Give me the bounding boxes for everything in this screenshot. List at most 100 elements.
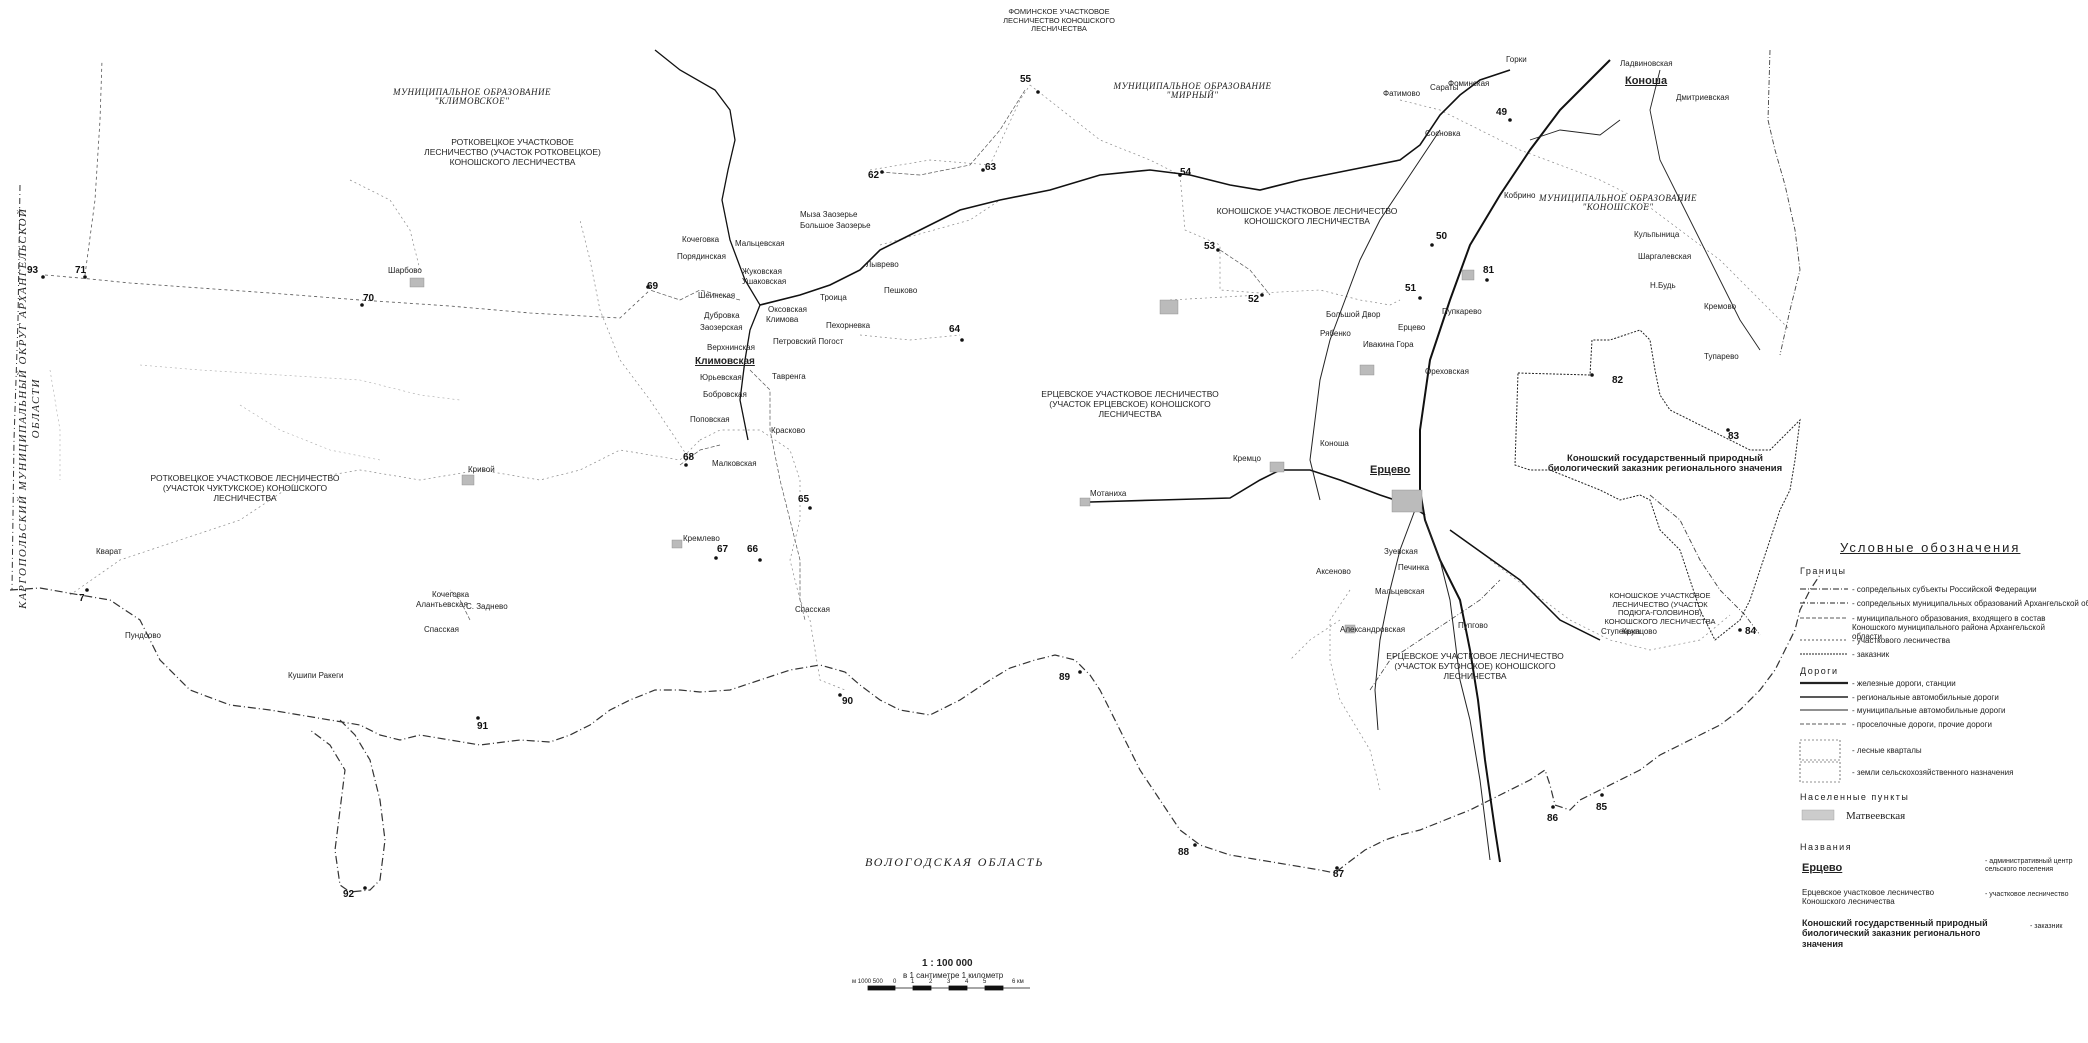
settlement: Пундсово [125,631,161,640]
road-klimov-north [654,49,761,441]
legend-road-item: - региональные автомобильные дороги [1852,693,1999,702]
legend-settlements-head: Населенные пункты [1800,792,1910,802]
forestry-line-4 [809,619,846,691]
point-number: 87 [1333,869,1345,880]
road-country-5 [1219,249,1271,296]
label-muni-klimovskoe: МУНИЦИПАЛЬНОЕ ОБРАЗОВАНИЕ "КЛИМОВСКОЕ" [392,87,552,107]
point-number: 7 [79,593,85,604]
settlement: Мотаниха [1090,489,1127,498]
settlement: Пешково [884,286,918,295]
settlement: Фоминская [1448,79,1490,88]
point-markers [41,90,1742,890]
border-muni-right [1767,49,1801,356]
road-country-4 [879,89,1026,176]
point-number: 89 [1059,672,1071,683]
settlement: Кремово [1704,302,1737,311]
point-number: 88 [1178,847,1190,858]
settlement: Коноша [1320,439,1349,448]
forestry-line-12 [1289,619,1341,661]
settlement: Заозерская [700,323,743,332]
settlement: Ивакина Гора [1363,340,1414,349]
point-number: 64 [949,324,961,335]
point-number: 54 [1180,167,1192,178]
border-kargopol [11,184,21,591]
border-south-appendix [309,719,386,893]
label-kargopol: КАРГОПОЛЬСКИЙ МУНИЦИПАЛЬНЫЙ ОКРУГ АРХАНГ… [16,207,42,609]
label-forestry-rotkovets-1: РОТКОВЕЦКОЕ УЧАСТКОВОЕ ЛЕСНИЧЕСТВО (УЧАС… [424,137,601,167]
settlement: Лыврево [866,260,899,269]
scale-tick: 2 [929,979,933,985]
point-number: 71 [75,265,87,276]
label-muni-konoshskoe: МУНИЦИПАЛЬНОЕ ОБРАЗОВАНИЕ "КОНОШСКОЕ" [1538,193,1698,213]
scale-tick: м 1000 500 [852,979,883,985]
settlement: Петровский Погост [773,337,844,346]
label-center-ertsevo: Ерцево [1370,464,1411,476]
legend-border-item: - участкового лесничества [1852,636,1951,645]
settlement: Верхнинская [707,343,755,352]
forestry-line-2 [579,219,691,461]
label-forestry-konosh: КОНОШСКОЕ УЧАСТКОВОЕ ЛЕСНИЧЕСТВО КОНОШСК… [1216,206,1398,226]
forestry-line-17 [239,404,381,461]
forestry-line-18 [49,369,61,480]
settlement: Н.Будь [1650,281,1676,290]
road-muni-4 [1649,69,1761,351]
legend-border-item: - заказник [1852,650,1890,659]
label-forestry-konosh-2: КОНОШСКОЕ УЧАСТКОВОЕ ЛЕСНИЧЕСТВО (УЧАСТО… [1604,591,1716,626]
legend-border-item: - муниципального образования, входящего … [1852,614,2046,642]
settlement: Алантьевская [416,600,468,609]
point-number: 92 [343,889,355,900]
legend-borders-head: Границы [1800,566,1847,576]
legend-area-item: - земли сельскохозяйственного назначения [1852,768,2014,777]
settlement: Дубровка [704,311,740,320]
legend-border-item: - сопредельных субъекты Российской Федер… [1852,585,2037,594]
scale-tick: 4 [965,979,969,985]
point-number: 62 [868,170,880,181]
point-number: 82 [1612,375,1624,386]
railway-branch [1449,529,1601,641]
settlement: Большой Двор [1326,310,1381,319]
forestry-line-8 [859,334,961,341]
settlement: Дмитриевская [1676,93,1730,102]
forestry-line-9 [1399,99,1791,331]
settlement: Кремлево [683,534,720,543]
settlement-blobs [409,269,1475,634]
road-muni-5 [1529,119,1621,141]
settlement: Малковская [712,459,757,468]
settlement: Кочеговка [682,235,720,244]
point-number: 55 [1020,74,1032,85]
scale-tick: 0 [893,979,897,985]
point-number: 84 [1745,626,1757,637]
border-outer [9,574,1821,874]
settlement: С. Заднево [466,602,508,611]
legend-settlement-sample: Матвеевская [1846,810,1906,822]
settlement: Мальцевская [735,239,785,248]
point-number: 65 [798,494,810,505]
forestry-line-1 [69,439,701,596]
settlement: Рябенко [1320,329,1351,338]
settlement: Тавренга [772,372,806,381]
scale-tick: 1 [911,979,915,985]
point-number: 70 [363,293,375,304]
settlement: Спасская [795,605,831,614]
legend-border-item: - сопредельных муниципальных образований… [1852,599,2088,608]
settlement: Шеинская [698,291,736,300]
label-muni-mirny: МУНИЦИПАЛЬНОЕ ОБРАЗОВАНИЕ "МИРНЫЙ" [1113,81,1272,101]
forestry-line-7 [1179,174,1401,306]
legend-name-zakaznik-sample: Коношский государственный природный биол… [1802,918,1988,949]
settlement: Аксеново [1316,567,1351,576]
settlement: Ушаковская [742,277,787,286]
forestry-line-14 [879,199,1001,246]
settlement: Горки [1506,55,1527,64]
settlement: Мальцевская [1375,587,1425,596]
legend-road-item: - муниципальные автомобильные дороги [1852,706,2006,715]
legend-area-item: - лесные кварталы [1852,746,1922,755]
label-center-konosha: Коноша [1625,75,1668,87]
settlement: Кремцо [1233,454,1261,463]
settlement: Поповская [690,415,730,424]
road-regional-2 [1089,469,1426,516]
legend-roads-head: Дороги [1800,666,1839,676]
label-center-klimovskaya: Климовская [695,356,755,367]
forestry-line-5 [869,84,1031,171]
settlement: Юрьевская [700,373,742,382]
